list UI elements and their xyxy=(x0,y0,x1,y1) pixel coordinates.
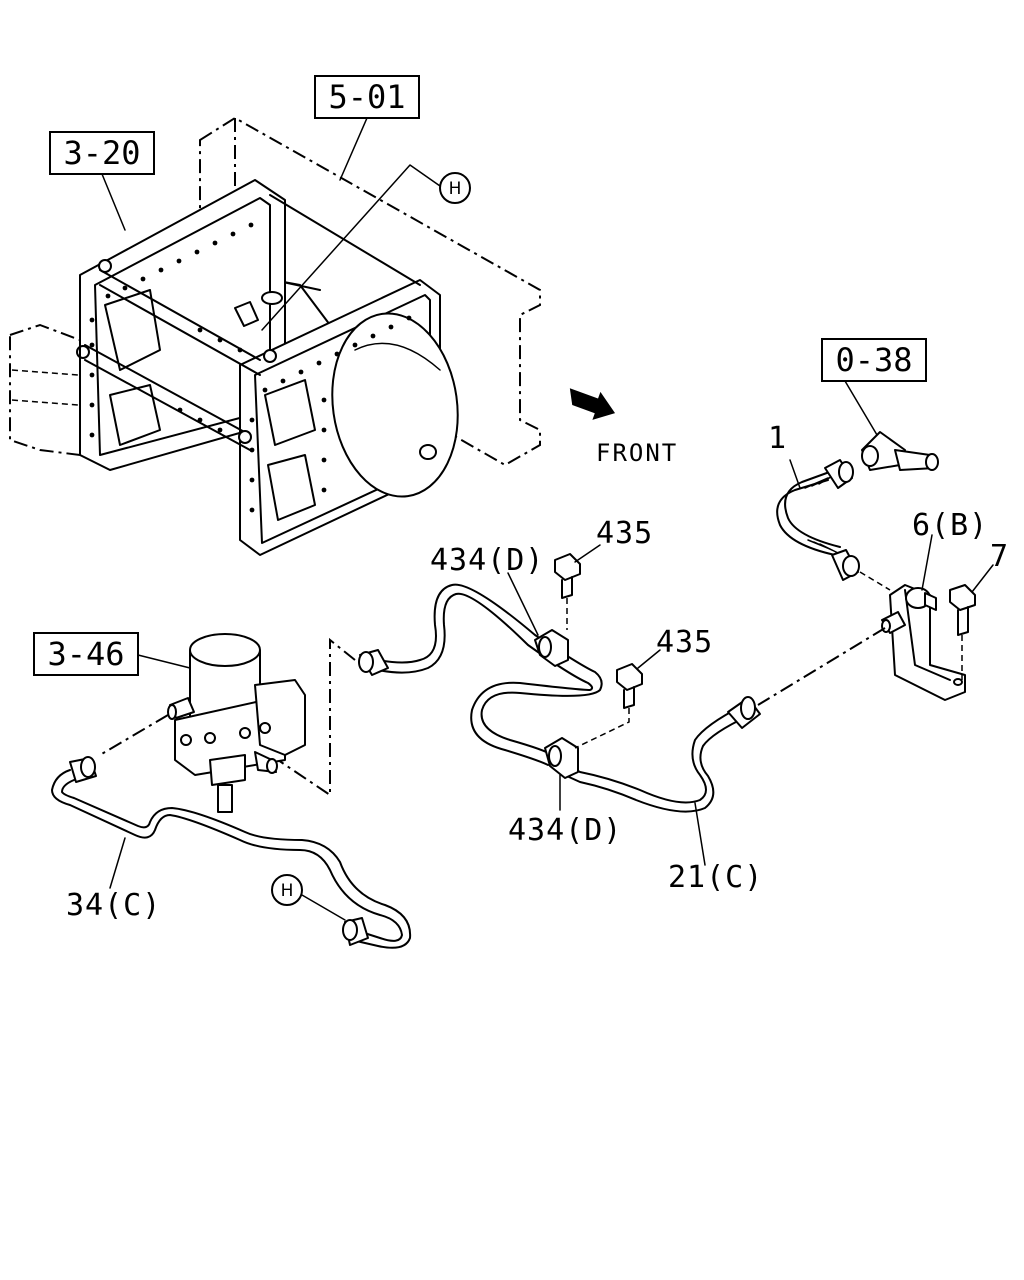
bolt-part-7 xyxy=(949,584,976,680)
bracket-nipple-fitting xyxy=(881,611,906,634)
part-label-6b: 6(B) xyxy=(912,508,988,543)
hose-part-1 xyxy=(776,459,860,581)
reference-label-3-20: 3-20 xyxy=(63,134,140,172)
reference-box-0-38: 0-38 xyxy=(821,338,927,382)
clip-434d-top xyxy=(534,629,569,667)
reference-label-0-38: 0-38 xyxy=(835,341,912,379)
front-direction-indicator: FRONT xyxy=(569,388,678,467)
reference-box-3-46: 3-46 xyxy=(33,632,139,676)
air-dryer-unit xyxy=(167,633,306,813)
part-label-7: 7 xyxy=(990,539,1009,574)
part-label-434d-top: 434(D) xyxy=(430,543,544,578)
part-label-34c: 34(C) xyxy=(66,888,161,923)
bracket-bolt-holes xyxy=(89,222,412,513)
pipe-part-434d xyxy=(358,583,603,766)
circle-marker-h-top: H xyxy=(439,172,471,204)
reference-label-3-46: 3-46 xyxy=(47,635,124,673)
bolt-part-435-top xyxy=(554,553,581,630)
elbow-fitting xyxy=(861,431,939,471)
circle-marker-h-bottom: H xyxy=(271,874,303,906)
bolt-part-435-mid xyxy=(574,663,643,749)
part-label-435-top: 435 xyxy=(596,516,653,551)
mounting-bracket-6b xyxy=(889,584,966,701)
pipe-part-34c xyxy=(51,756,412,949)
front-label: FRONT xyxy=(596,439,678,467)
marker-h-top-label: H xyxy=(449,179,462,199)
part-label-435-mid: 435 xyxy=(656,625,713,660)
pipe-part-21c xyxy=(557,696,761,813)
part-label-21c: 21(C) xyxy=(668,860,763,895)
reference-box-3-20: 3-20 xyxy=(49,131,155,175)
frame-fragment-left xyxy=(9,323,81,457)
reference-box-5-01: 5-01 xyxy=(314,75,420,119)
marker-h-bottom-label: H xyxy=(281,881,294,901)
front-arrow-icon xyxy=(569,388,616,420)
part-label-434d-bottom: 434(D) xyxy=(508,813,622,848)
reference-label-5-01: 5-01 xyxy=(328,78,405,116)
clip-434d-bottom xyxy=(544,737,579,779)
part-label-1: 1 xyxy=(768,421,787,456)
air-tank-assembly xyxy=(76,179,459,556)
